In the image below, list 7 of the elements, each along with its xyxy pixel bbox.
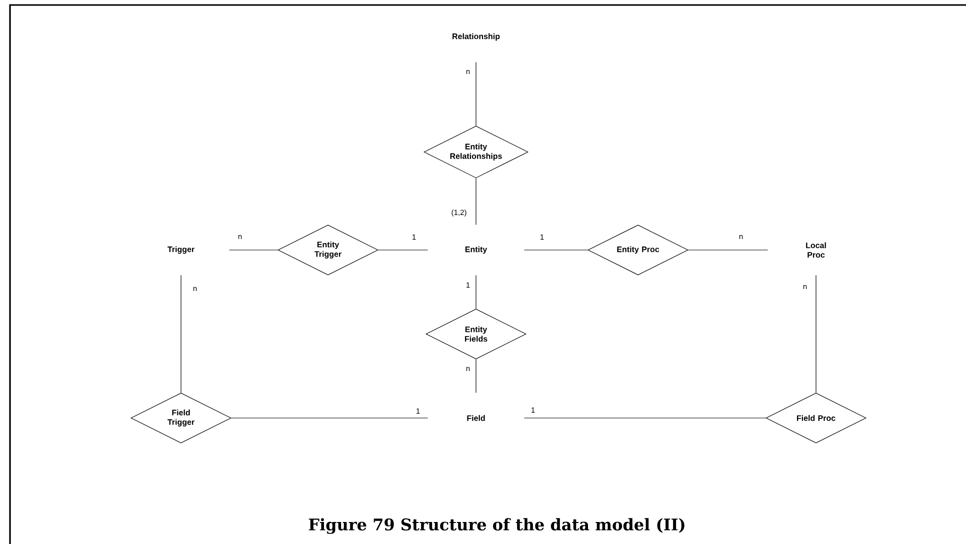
connector-line (180, 274, 182, 393)
entity-label: Entity (465, 246, 488, 254)
entity-label: Trigger (168, 246, 194, 254)
entity-label: Local Proc (806, 242, 826, 258)
entity-label: Field (467, 415, 485, 421)
figure-caption: Figure 79 Structure of the data model (II) (308, 518, 684, 534)
entity-label: Relationship (452, 33, 500, 41)
